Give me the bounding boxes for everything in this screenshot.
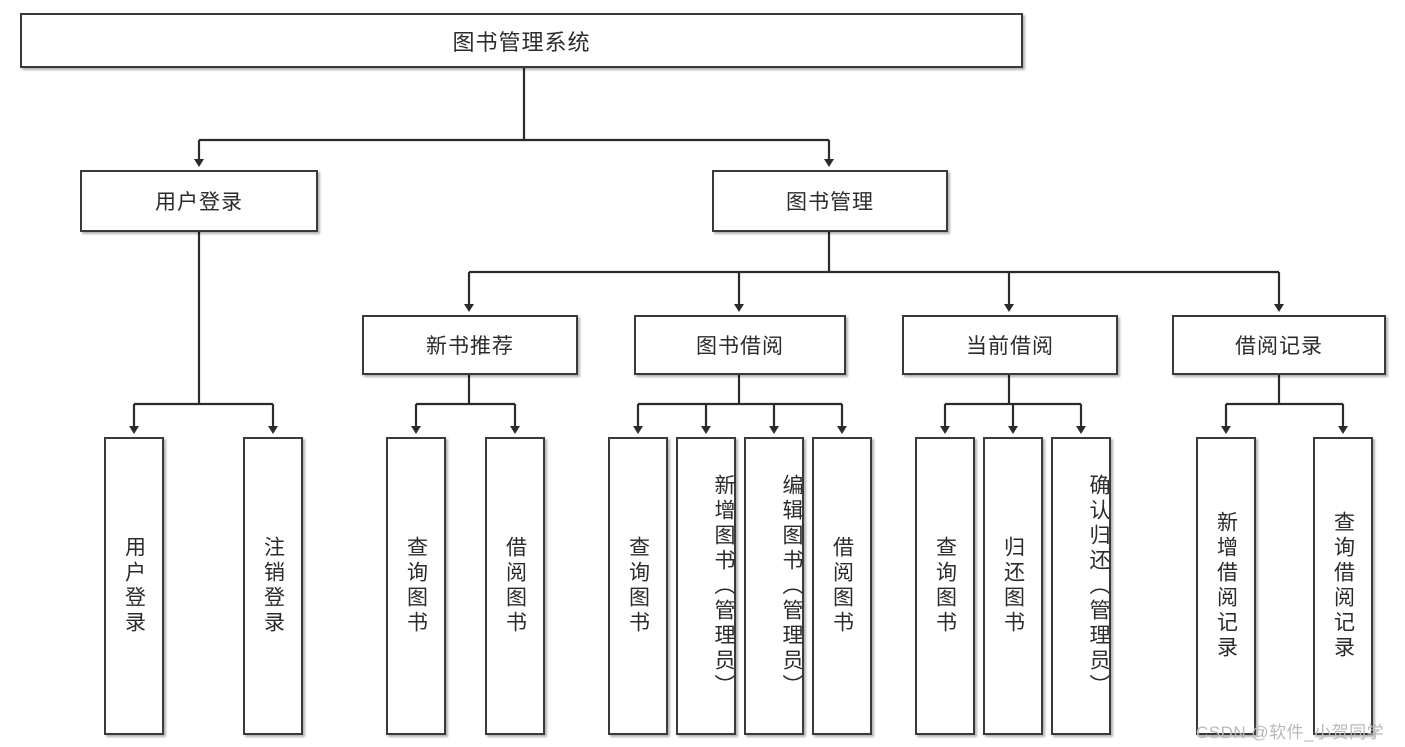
node-new-book-recommend[interactable]: 新书推荐 <box>362 315 578 375</box>
leaf-query-book-current[interactable]: 查询图书 <box>915 437 975 735</box>
node-current-borrow-label: 当前借阅 <box>966 335 1054 358</box>
leaf-return-book[interactable]: 归还图书 <box>983 437 1043 735</box>
leaf-query-borrow-record-label: 查询借阅记录 <box>1331 511 1355 661</box>
leaf-add-borrow-record[interactable]: 新增借阅记录 <box>1196 437 1256 735</box>
node-new-book-recommend-label: 新书推荐 <box>426 335 514 358</box>
leaf-logout-label: 注销登录 <box>261 536 285 636</box>
node-borrow-record[interactable]: 借阅记录 <box>1172 315 1386 375</box>
node-borrow-record-label: 借阅记录 <box>1235 335 1323 358</box>
node-book-management[interactable]: 图书管理 <box>712 170 948 232</box>
leaf-edit-book-admin-label: 编辑图书（管理员） <box>780 473 803 699</box>
leaf-add-borrow-record-label: 新增借阅记录 <box>1214 511 1238 661</box>
leaf-add-book-admin[interactable]: 新增图书（管理员） <box>676 437 736 735</box>
leaf-user-login-label: 用户登录 <box>122 536 146 636</box>
leaf-add-book-admin-label: 新增图书（管理员） <box>712 473 735 699</box>
leaf-confirm-return-admin[interactable]: 确认归还（管理员） <box>1051 437 1111 735</box>
leaf-query-book-recommend[interactable]: 查询图书 <box>386 437 446 735</box>
leaf-confirm-return-admin-label: 确认归还（管理员） <box>1087 473 1110 699</box>
leaf-query-book-label: 查询图书 <box>626 536 650 636</box>
leaf-logout[interactable]: 注销登录 <box>243 437 303 735</box>
watermark: CSDN @软件_小贺同学 <box>1196 723 1385 742</box>
node-user-login-label: 用户登录 <box>155 191 243 214</box>
leaf-query-borrow-record[interactable]: 查询借阅记录 <box>1313 437 1373 735</box>
leaf-borrow-book[interactable]: 借阅图书 <box>812 437 872 735</box>
leaf-edit-book-admin[interactable]: 编辑图书（管理员） <box>744 437 804 735</box>
node-book-borrow-label: 图书借阅 <box>696 335 784 358</box>
leaf-query-book-recommend-label: 查询图书 <box>404 536 428 636</box>
node-root[interactable]: 图书管理系统 <box>20 13 1023 68</box>
node-root-label: 图书管理系统 <box>452 29 591 55</box>
node-book-borrow[interactable]: 图书借阅 <box>634 315 846 375</box>
leaf-query-book-current-label: 查询图书 <box>933 536 957 636</box>
node-user-login[interactable]: 用户登录 <box>80 170 318 232</box>
leaf-borrow-book-label: 借阅图书 <box>830 536 854 636</box>
leaf-user-login[interactable]: 用户登录 <box>104 437 164 735</box>
leaf-borrow-book-recommend[interactable]: 借阅图书 <box>485 437 545 735</box>
leaf-query-book[interactable]: 查询图书 <box>608 437 668 735</box>
node-book-management-label: 图书管理 <box>786 191 874 214</box>
leaf-return-book-label: 归还图书 <box>1001 536 1025 636</box>
leaf-borrow-book-recommend-label: 借阅图书 <box>503 536 527 636</box>
node-current-borrow[interactable]: 当前借阅 <box>902 315 1118 375</box>
